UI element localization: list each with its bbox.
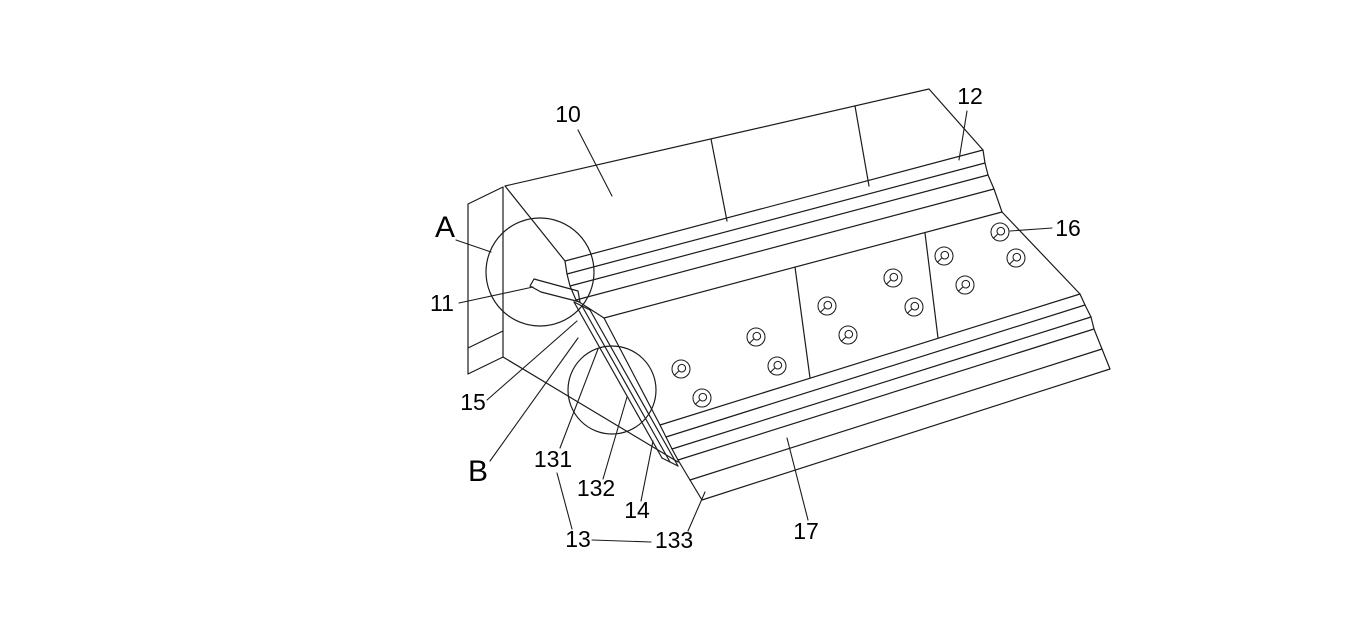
screw-icon	[955, 275, 975, 295]
screw-icon	[883, 268, 903, 288]
rim-steps	[659, 293, 1092, 450]
screw-icon	[934, 246, 954, 266]
label-14: 14	[624, 497, 650, 523]
screw-icon	[990, 222, 1010, 242]
leader-10	[577, 129, 613, 197]
leader-15	[486, 320, 578, 401]
leader-132	[602, 396, 628, 480]
leader-14	[640, 440, 654, 502]
screw-face	[603, 211, 1081, 426]
label-10: 10	[555, 101, 581, 127]
screw-icon	[838, 325, 858, 345]
leader-lines	[455, 110, 1053, 543]
detail-circle-a	[485, 217, 595, 327]
leader-17	[786, 437, 809, 521]
label-12: 12	[957, 83, 983, 109]
labels: 10 12 16 11 15 A B 131 132 14 13 133 17	[430, 83, 1081, 553]
screw-icon	[692, 388, 712, 408]
screw-icon	[671, 359, 691, 379]
label-13: 13	[565, 526, 591, 552]
leader-16	[1009, 227, 1053, 232]
label-detail-a: A	[435, 211, 455, 244]
screw-icon	[904, 297, 924, 317]
leader-a	[455, 239, 492, 253]
back-plate	[467, 186, 679, 463]
leader-b	[489, 337, 579, 462]
leader-131	[559, 348, 599, 449]
base-channel	[671, 316, 1111, 501]
leader-13a	[556, 472, 573, 530]
screws	[671, 222, 1026, 408]
screw-icon	[817, 296, 837, 316]
leader-12	[958, 110, 968, 161]
label-133: 133	[655, 527, 693, 553]
label-15: 15	[460, 389, 486, 415]
screw-icon	[746, 327, 766, 347]
leader-133	[687, 491, 706, 532]
label-132: 132	[577, 475, 615, 501]
label-131: 131	[534, 446, 572, 472]
detail-circle-b	[567, 345, 657, 435]
leader-11	[458, 286, 534, 304]
support-strut	[573, 301, 679, 467]
blade	[529, 278, 581, 303]
label-16: 16	[1055, 215, 1081, 241]
label-detail-b: B	[468, 455, 488, 488]
label-11: 11	[430, 290, 454, 316]
label-17: 17	[793, 518, 819, 544]
screw-icon	[767, 356, 787, 376]
clamp-rail	[564, 149, 1003, 319]
screw-icon	[1006, 248, 1026, 268]
leader-13b	[591, 539, 652, 543]
